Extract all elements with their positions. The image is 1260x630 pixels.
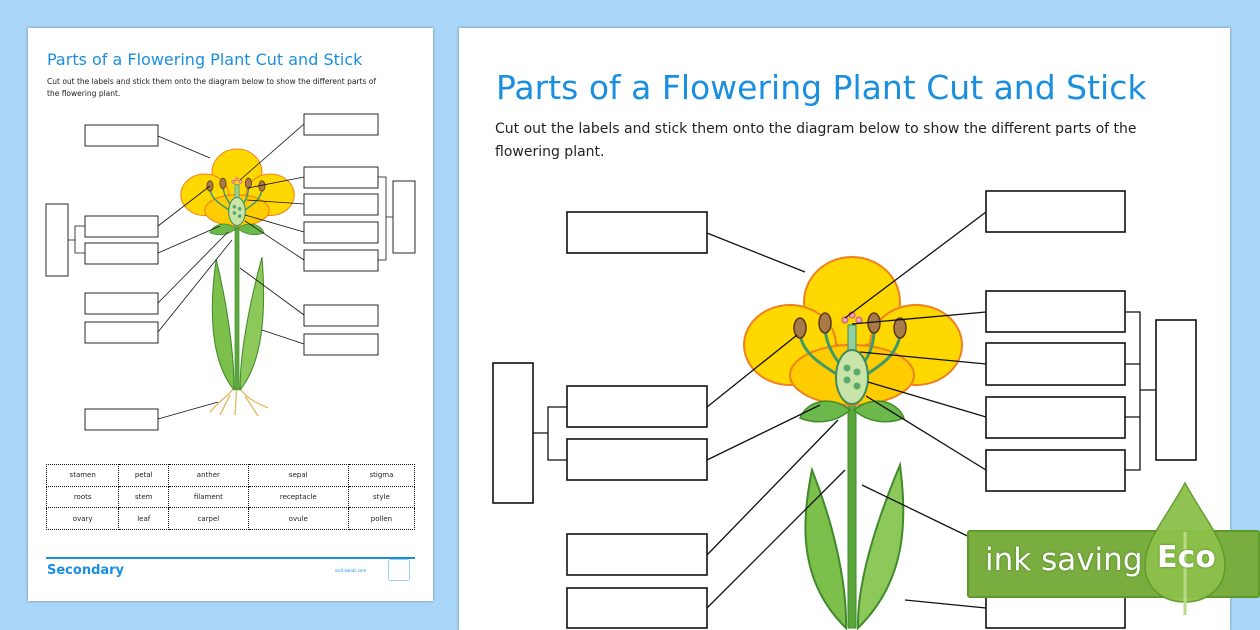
flower-illustration xyxy=(180,148,295,236)
worksheet-thumbnail: Parts of a Flowering Plant Cut and Stick… xyxy=(28,28,433,601)
label-cell: roots xyxy=(45,485,120,509)
label-cell: ovule xyxy=(247,507,349,530)
label-cell: ovary xyxy=(45,507,120,530)
twinkl-logo-icon xyxy=(388,559,410,581)
stem-and-leaves-illustration xyxy=(804,399,905,629)
label-cell: petal xyxy=(118,464,170,487)
flower-illustration xyxy=(742,255,964,424)
label-cell: receptacle xyxy=(247,485,349,509)
page-title: Parts of a Flowering Plant Cut and Stick xyxy=(47,50,363,69)
label-cell: stigma xyxy=(347,464,416,487)
label-cell: stem xyxy=(118,485,170,509)
page-title: Parts of a Flowering Plant Cut and Stick xyxy=(496,68,1147,107)
eco-badge: ink saving xyxy=(967,530,1260,598)
worksheet-page: Parts of a Flowering Plant Cut and Stick… xyxy=(459,28,1230,630)
eco-badge-text: ink saving xyxy=(985,542,1143,578)
label-cell: pollen xyxy=(347,507,416,530)
footer-divider xyxy=(46,557,415,559)
footer-level: Secondary xyxy=(47,563,125,578)
label-cell: stamen xyxy=(45,464,120,487)
footer-site: visit twinkl.com xyxy=(335,568,367,573)
plant-diagram xyxy=(492,190,1197,629)
label-cell: leaf xyxy=(118,507,170,530)
label-cell: style xyxy=(347,485,416,509)
label-boxes xyxy=(492,190,1197,629)
label-cell: filament xyxy=(168,485,249,509)
eco-badge-word: Eco xyxy=(1157,540,1216,575)
stem-and-leaves-illustration xyxy=(211,222,265,391)
instructions: Cut out the labels and stick them onto t… xyxy=(47,77,376,98)
label-cell: sepal xyxy=(247,464,349,487)
label-boxes xyxy=(45,113,416,431)
label-cell: carpel xyxy=(168,507,249,530)
instructions: Cut out the labels and stick them onto t… xyxy=(495,121,1137,160)
label-cell: anther xyxy=(168,464,249,487)
plant-diagram xyxy=(45,113,416,431)
